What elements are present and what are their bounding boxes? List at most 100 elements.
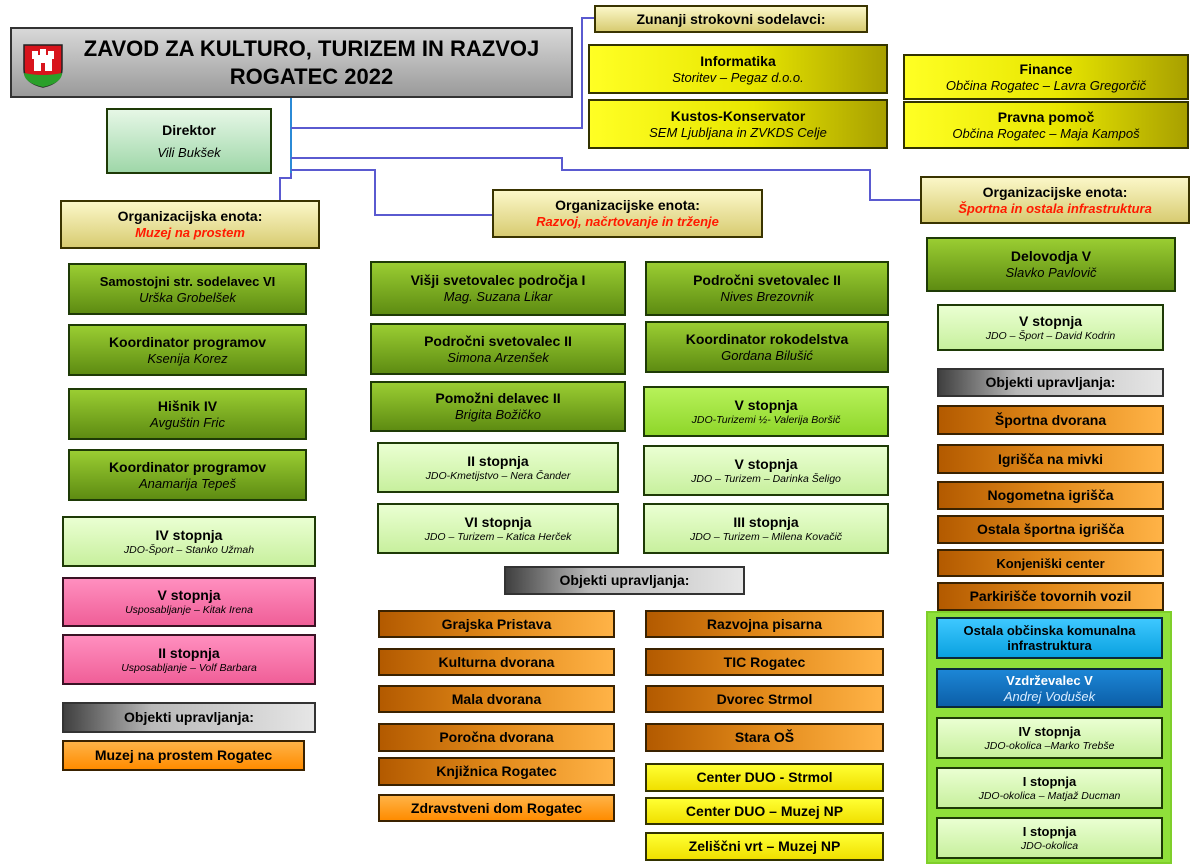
razvoj-object-right-7: Zeliščni vrt – Muzej NP — [645, 832, 884, 861]
box-sub: JDO – Šport – David Kodrin — [985, 329, 1116, 342]
box-title: Področni svetovalec II — [424, 332, 572, 349]
razvoj-object-left-1: Grajska Pristava — [378, 610, 615, 638]
object-label: Kulturna dvorana — [438, 653, 555, 670]
razvoj-object-left-4: Poročna dvorana — [378, 723, 615, 752]
box-title: Samostojni str. sodelavec VI — [99, 273, 276, 289]
sport-staff-2: V stopnja JDO – Šport – David Kodrin — [937, 304, 1164, 351]
object-label: Parkirišče tovornih vozil — [969, 588, 1132, 604]
box-sub: Avguštin Fric — [150, 414, 225, 430]
muzej-staff-4: Koordinator programov Anamarija Tepeš — [68, 449, 307, 501]
box-sub: Storitev – Pegaz d.o.o. — [672, 69, 804, 85]
director-name: Vili Bukšek — [157, 144, 221, 160]
box-title: Višji svetovalec področja I — [410, 272, 586, 288]
box-title: II stopnja — [158, 644, 220, 661]
unit-name: Razvoj, načrtovanje in trženje — [536, 214, 719, 229]
box-title: Kustos-Konservator — [670, 107, 806, 124]
razvoj-object-right-4: Stara OŠ — [645, 723, 884, 752]
komunala-staff-2: IV stopnja JDO-okolica –Marko Trebše — [936, 717, 1163, 759]
box-title: IV stopnja — [1018, 724, 1081, 739]
box-title: Koordinator programov — [108, 458, 267, 475]
objects-heading-label: Objekti upravljanja: — [124, 709, 254, 725]
box-title: Koordinator programov — [108, 333, 267, 350]
title-line-1: ZAVOD ZA KULTURO, TURIZEM IN RAZVOJ — [83, 35, 540, 61]
box-sub: JDO – Turizem – Darinka Šeligo — [691, 472, 841, 485]
razvoj-object-left-5: Knjižnica Rogatec — [378, 757, 615, 786]
object-label: Nogometna igrišča — [987, 487, 1114, 503]
sport-staff-1: Delovodja V Slavko Pavlovič — [926, 237, 1176, 292]
muzej-staff-3: Hišnik IV Avguštin Fric — [68, 388, 307, 440]
sport-object-1: Športna dvorana — [937, 405, 1164, 435]
external-pravna: Pravna pomoč Občina Rogatec – Maja Kampo… — [903, 101, 1189, 149]
box-sub: Občina Rogatec – Lavra Gregorčič — [945, 77, 1147, 93]
box-sub: JDO-okolica – Matjaž Ducman — [978, 790, 1121, 802]
box-sub: Ksenija Korez — [147, 350, 228, 366]
razvoj-staff-right-4: V stopnja JDO – Turizem – Darinka Šeligo — [643, 445, 889, 496]
object-label: Mala dvorana — [451, 690, 542, 707]
unit-name: Muzej na prostem — [135, 225, 245, 240]
page-title-box: ZAVOD ZA KULTURO, TURIZEM IN RAZVOJ ROGA… — [10, 27, 573, 98]
box-title: Delovodja V — [1010, 248, 1092, 264]
object-label: Muzej na prostem Rogatec — [94, 747, 273, 763]
box-sub: Andrej Vodušek — [1003, 688, 1096, 704]
muzej-staff-7: II stopnja Usposabljanje – Volf Barbara — [62, 634, 316, 685]
razvoj-staff-right-3: V stopnja JDO-Turizemi ½- Valerija Borši… — [643, 386, 889, 437]
unit-muzej: Organizacijska enota: Muzej na prostem — [60, 200, 320, 249]
razvoj-staff-left-3: Pomožni delavec II Brigita Božičko — [370, 381, 626, 432]
razvoj-staff-right-5: III stopnja JDO – Turizem – Milena Kovač… — [643, 503, 889, 554]
muzej-objects-heading: Objekti upravljanja: — [62, 702, 316, 733]
external-heading: Zunanji strokovni sodelavci: — [594, 5, 868, 33]
object-label: Igrišča na mivki — [997, 450, 1104, 467]
razvoj-staff-left-1: Višji svetovalec področja I Mag. Suzana … — [370, 261, 626, 316]
object-label: Stara OŠ — [734, 729, 795, 745]
crest-logo — [22, 43, 64, 88]
muzej-staff-6: V stopnja Usposabljanje – Kitak Irena — [62, 577, 316, 627]
unit-razvoj: Organizacijske enota: Razvoj, načrtovanj… — [492, 189, 763, 238]
razvoj-object-right-6: Center DUO – Muzej NP — [645, 797, 884, 825]
box-title: Pomožni delavec II — [435, 390, 561, 406]
box-title: Koordinator rokodelstva — [685, 330, 849, 347]
razvoj-staff-left-5: VI stopnja JDO – Turizem – Katica Herček — [377, 503, 619, 554]
razvoj-staff-left-4: II stopnja JDO-Kmetijstvo – Nera Čander — [377, 442, 619, 493]
object-label: Športna dvorana — [994, 411, 1107, 428]
box-sub: JDO – Turizem – Milena Kovačič — [689, 530, 843, 543]
object-label: Center DUO - Strmol — [696, 769, 833, 785]
box-sub: Simona Arzenšek — [447, 349, 549, 365]
box-sub: Nives Brezovnik — [720, 289, 814, 304]
object-label: Ostala športna igrišča — [976, 521, 1125, 537]
box-title: Informatika — [700, 52, 776, 69]
director-title: Direktor — [162, 121, 216, 138]
box-sub: JDO-okolica — [1020, 840, 1079, 852]
box-title: V stopnja — [1018, 312, 1082, 329]
box-title: Področni svetovalec II — [693, 272, 841, 288]
razvoj-staff-right-1: Področni svetovalec II Nives Brezovnik — [645, 261, 889, 316]
unit-heading: Organizacijske enota: — [982, 183, 1128, 200]
box-sub: JDO-Kmetijstvo – Nera Čander — [425, 469, 571, 482]
object-label: Knjižnica Rogatec — [436, 763, 557, 779]
director-box: Direktor Vili Bukšek — [106, 108, 272, 174]
unit-heading: Organizacijska enota: — [117, 208, 263, 224]
box-title: V stopnja — [734, 455, 798, 472]
box-title: Hišnik IV — [157, 397, 218, 414]
box-title: IV stopnja — [155, 526, 223, 543]
unit-name: Športna in ostala infrastruktura — [958, 200, 1152, 216]
box-title: I stopnja — [1022, 824, 1077, 839]
external-heading-label: Zunanji strokovni sodelavci: — [636, 10, 826, 27]
box-sub: Usposabljanje – Kitak Irena — [125, 604, 253, 616]
title-line-2: ROGATEC 2022 — [229, 63, 394, 89]
box-sub: JDO-okolica –Marko Trebše — [984, 740, 1115, 752]
unit-sport: Organizacijske enota: Športna in ostala … — [920, 176, 1190, 224]
box-title: I stopnja — [1022, 774, 1077, 789]
box-title: Finance — [1019, 60, 1073, 77]
box-sub: JDO-Šport – Stanko Užmah — [123, 543, 255, 556]
muzej-staff-5: IV stopnja JDO-Šport – Stanko Užmah — [62, 516, 316, 567]
razvoj-object-right-2: TIC Rogatec — [645, 648, 884, 676]
object-label: Zdravstveni dom Rogatec — [410, 799, 583, 816]
muzej-staff-1: Samostojni str. sodelavec VI Urška Grobe… — [68, 263, 307, 315]
objects-heading-label: Objekti upravljanja: — [985, 374, 1116, 390]
external-finance: Finance Občina Rogatec – Lavra Gregorčič — [903, 54, 1189, 100]
object-label: Center DUO – Muzej NP — [685, 802, 844, 819]
razvoj-object-right-5: Center DUO - Strmol — [645, 763, 884, 792]
box-sub: Usposabljanje – Volf Barbara — [121, 661, 257, 674]
object-label: Dvorec Strmol — [716, 690, 813, 707]
box-title: Pravna pomoč — [997, 108, 1095, 125]
